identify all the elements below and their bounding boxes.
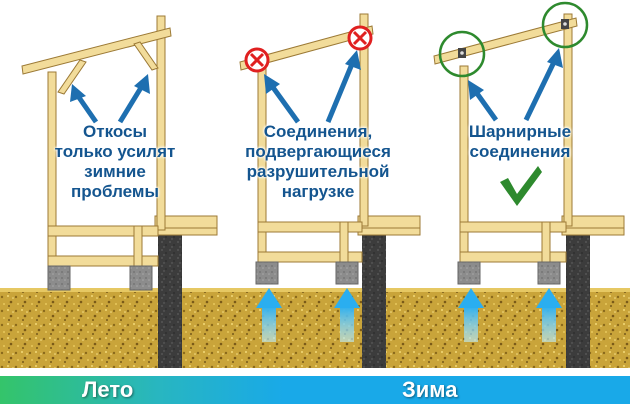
caption-line: только усилят: [54, 142, 176, 161]
caption-line: подвергающиеся: [245, 142, 391, 161]
pointer-arrow: [264, 74, 301, 124]
post-back: [156, 15, 166, 231]
checkmark-icon: [500, 166, 542, 206]
house-beam: [357, 227, 421, 236]
foundation-pillar: [158, 234, 182, 368]
foundation-pillar: [566, 234, 590, 368]
season-label-winter: Зима: [402, 377, 458, 402]
caption-line: нагрузке: [281, 182, 355, 201]
post-front: [459, 65, 469, 267]
frost-heave-arrow: [458, 288, 484, 342]
foundation-pillar: [362, 234, 386, 368]
stone-footing: [335, 261, 359, 285]
caption-line: Шарнирные: [468, 122, 572, 141]
pointer-arrow: [70, 84, 99, 124]
floor-beam: [47, 255, 159, 267]
post-back: [359, 13, 369, 227]
frost-heave-arrow: [536, 288, 562, 342]
floor-beam: [47, 225, 159, 237]
stone-footing: [255, 261, 279, 285]
strut-right: [133, 41, 159, 71]
caption-line: Соединения,: [263, 122, 373, 141]
floor-post: [541, 221, 551, 263]
floor-beam: [257, 251, 363, 263]
strut-left: [57, 59, 87, 95]
broken-joint-icon: [347, 25, 373, 51]
rafter: [21, 27, 172, 75]
frost-heave-arrow: [334, 288, 360, 342]
floor-beam: [459, 251, 567, 263]
pointer-arrow: [468, 80, 499, 122]
stone-footing: [457, 261, 481, 285]
stone-footing: [47, 265, 71, 291]
caption-line: проблемы: [70, 182, 159, 201]
post-back: [563, 13, 573, 227]
panel-winter-damaged: [239, 13, 421, 368]
rafter: [239, 25, 374, 71]
caption-line: зимние: [84, 162, 146, 181]
floor-beam: [257, 221, 363, 233]
season-bar: [0, 376, 630, 404]
gravel-ground-top: [0, 288, 630, 292]
caption-line: разрушительной: [246, 162, 390, 181]
house-beam: [561, 227, 625, 236]
panel-winter-hinged: [433, 1, 625, 368]
pointer-arrow: [325, 50, 361, 123]
gravel-ground: [0, 290, 630, 368]
pointer-arrow: [523, 48, 563, 122]
panel-summer-struts: [21, 15, 218, 368]
caption-line: соединения: [469, 142, 571, 161]
caption-damaged-joints: Соединения, подвергающиеся разрушительно…: [232, 122, 404, 202]
season-label-summer: Лето: [82, 377, 134, 402]
floor-beam: [459, 221, 567, 233]
floor-post: [339, 221, 349, 263]
stone-footing: [129, 265, 153, 291]
floor-post: [133, 225, 143, 267]
hinge-joint-icon: [438, 30, 486, 78]
caption-struts: Откосы только усилят зимние проблемы: [40, 122, 190, 202]
hinge-joint-icon: [541, 1, 589, 49]
broken-joint-icon: [244, 47, 270, 73]
caption-line: Откосы: [83, 122, 147, 141]
caption-hinged-joints: Шарнирные соединения: [440, 122, 600, 162]
frost-heave-arrow: [256, 288, 282, 342]
stone-footing: [537, 261, 561, 285]
pointer-arrow: [117, 74, 150, 124]
rafter: [433, 17, 578, 65]
